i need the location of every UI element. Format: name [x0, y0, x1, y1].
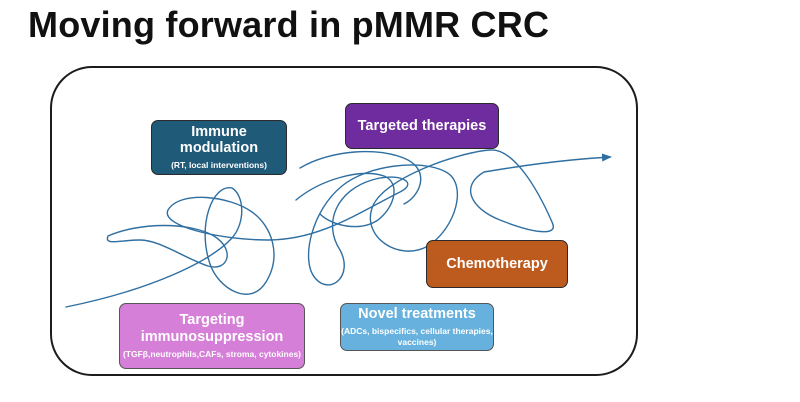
squiggle-path-loop-left: [106, 224, 228, 268]
novel-treatments-box: Novel treatments (ADCs, bispecifics, cel…: [340, 303, 494, 351]
squiggle-path-loop-center: [295, 172, 395, 228]
targeting-immunosuppression-subtitle: (TGFβ,neutrophils,CAFs, stroma, cytokine…: [122, 348, 302, 359]
slide-title: Moving forward in pMMR CRC: [28, 4, 550, 45]
squiggle-path-loop-right: [299, 150, 422, 205]
novel-treatments-title: Novel treatments: [358, 306, 476, 323]
rounded-frame: [50, 66, 638, 376]
targeted-therapies-title: Targeted therapies: [357, 117, 487, 134]
chemotherapy-title: Chemotherapy: [446, 255, 548, 272]
targeted-therapies-box: Targeted therapies: [345, 103, 499, 149]
immune-modulation-subtitle: (RT, local interventions): [171, 160, 267, 171]
targeting-immunosuppression-title: Targeting immunosuppression: [140, 312, 284, 345]
immune-modulation-title: Immune modulation: [179, 123, 259, 157]
novel-treatments-subtitle: (ADCs, bispecifics, cellular therapies, …: [341, 325, 493, 347]
immune-modulation-box: Immune modulation (RT, local interventio…: [151, 120, 287, 175]
squiggle-path: [65, 149, 612, 308]
chemotherapy-box: Chemotherapy: [426, 240, 568, 288]
targeting-immunosuppression-box: Targeting immunosuppression (TGFβ,neutro…: [119, 303, 305, 369]
